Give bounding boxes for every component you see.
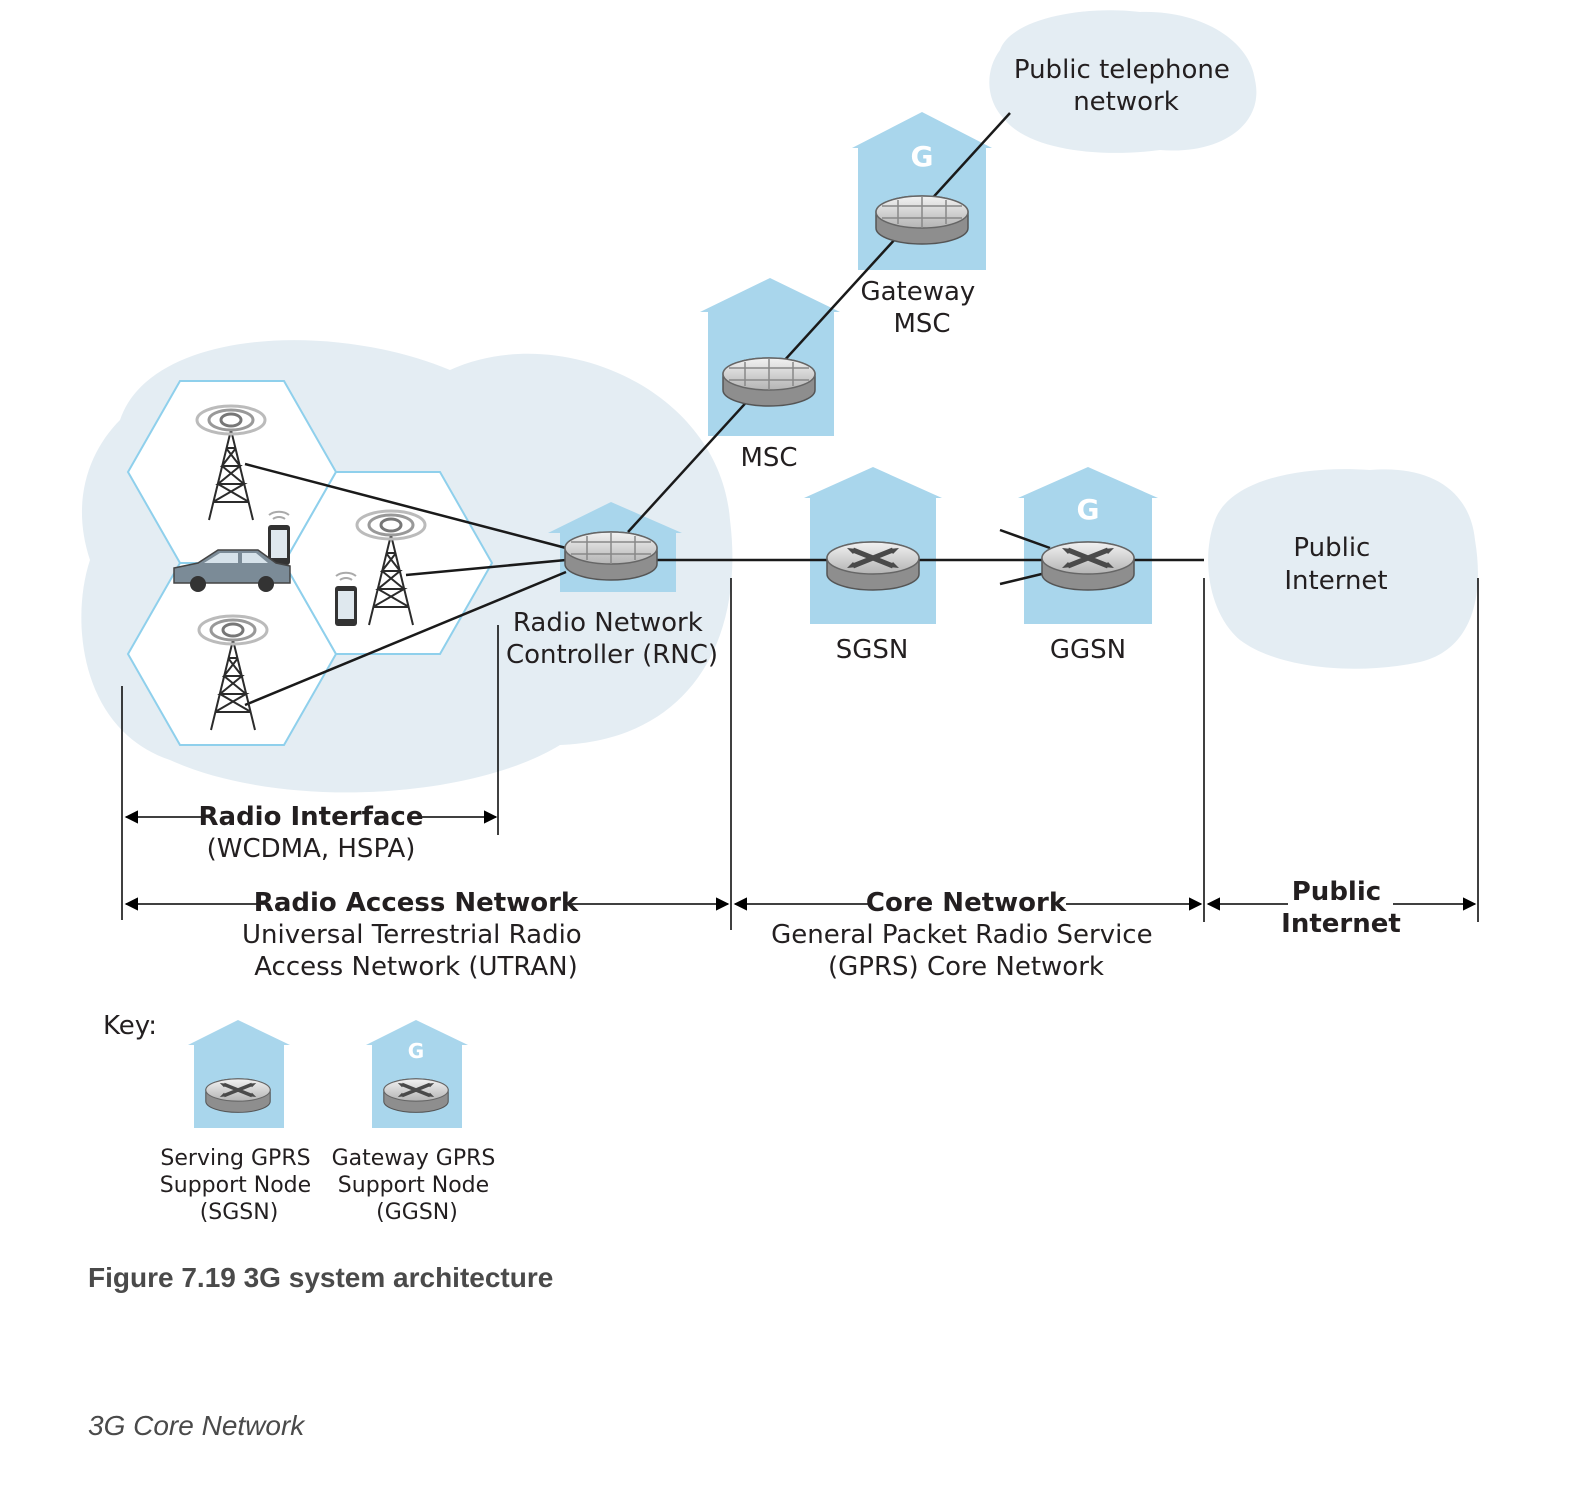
gateway-msc-house xyxy=(852,112,992,270)
gateway-msc-badge: G xyxy=(911,140,934,173)
span-arrows xyxy=(124,810,1477,911)
sgsn-label: SGSN xyxy=(836,635,909,665)
key-sgsn-router-icon xyxy=(204,1077,272,1115)
car-icon xyxy=(173,549,291,592)
network-links xyxy=(244,112,1204,707)
key-ggsn-badge: G xyxy=(408,1039,424,1063)
gateway-msc-label: Gateway MSC xyxy=(860,277,983,339)
msc-router-icon xyxy=(722,357,816,407)
ran-sub: Universal Terrestrial Radio Access Netwo… xyxy=(242,920,590,982)
gateway-msc-router-icon xyxy=(875,195,969,245)
figure-caption: Figure 7.19 3G system architecture xyxy=(88,1262,554,1293)
internet-cloud xyxy=(1208,469,1478,669)
key-ggsn-router-icon xyxy=(382,1077,450,1115)
key-sgsn-label: Serving GPRS Support Node (SGSN) xyxy=(160,1146,318,1225)
key-ggsn-label: Gateway GPRS Support Node (GGSN) xyxy=(332,1146,503,1225)
ggsn-router-icon xyxy=(1042,542,1134,590)
msc-label: MSC xyxy=(740,443,797,473)
core-sub: General Packet Radio Service (GPRS) Core… xyxy=(771,920,1161,982)
ggsn-label: GGSN xyxy=(1050,635,1126,665)
ran-title: Radio Access Network xyxy=(254,888,579,918)
span-dividers xyxy=(121,578,1479,930)
pstn-cloud xyxy=(989,10,1257,153)
internet-cloud-label: Public Internet xyxy=(1284,533,1387,596)
ggsn-badge: G xyxy=(1077,493,1100,526)
public-internet-span-label: Public Internet xyxy=(1281,877,1401,939)
core-title: Core Network xyxy=(866,888,1067,918)
section-subtitle: 3G Core Network xyxy=(88,1410,305,1441)
key-title: Key: xyxy=(103,1011,157,1041)
radio-interface-sub: (WCDMA, HSPA) xyxy=(207,834,416,864)
radio-interface-title: Radio Interface xyxy=(199,802,424,832)
rnc-label: Radio Network Controller (RNC) xyxy=(506,608,718,670)
msc-house xyxy=(700,278,840,436)
sgsn-router-icon xyxy=(827,542,919,590)
pstn-label: Public telephone network xyxy=(1014,55,1238,117)
rnc-router-icon xyxy=(564,531,658,581)
